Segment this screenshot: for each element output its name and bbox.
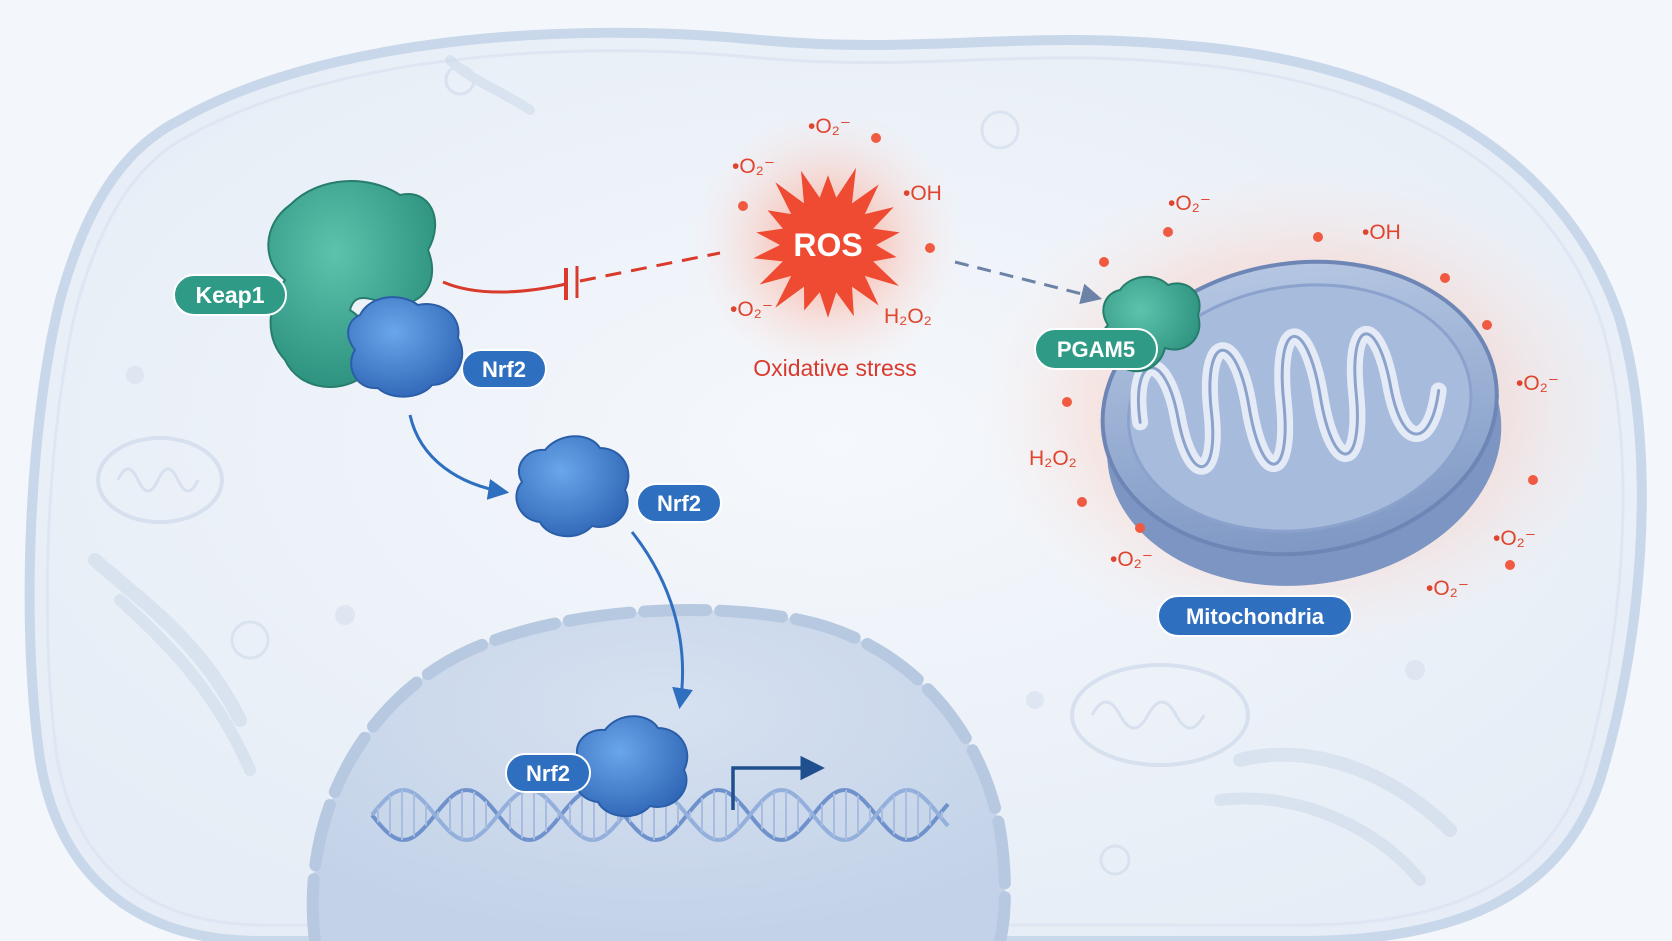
cell-membrane-inner xyxy=(45,49,1625,927)
superoxide-label: •O₂⁻ xyxy=(808,115,851,138)
hydroxyl-label: •OH xyxy=(1362,221,1401,244)
nrf2-protein-free xyxy=(515,435,630,538)
background-organelles xyxy=(88,55,1457,886)
hydroxyl-label: •OH xyxy=(903,182,942,205)
pgam5-label: PGAM5 xyxy=(1034,328,1158,370)
nrf2-label-bound: Nrf2 xyxy=(461,349,547,389)
mitochondria-label-text: Mitochondria xyxy=(1186,604,1325,629)
nrf2-release-arrow xyxy=(408,414,510,500)
inhibition-line-solid xyxy=(442,280,567,294)
ros-species-labels: •O₂⁻ •O₂⁻ •OH •O₂⁻ H₂O₂ •O₂⁻ •OH •O₂⁻ H₂… xyxy=(730,115,1559,600)
nuclear-envelope xyxy=(306,604,1011,941)
superoxide-label: •O₂⁻ xyxy=(1168,192,1211,215)
nrf2-label-text: Nrf2 xyxy=(526,761,570,786)
nrf2-nuclear-import-arrow xyxy=(630,531,693,710)
superoxide-label: •O₂⁻ xyxy=(1493,527,1536,550)
nrf2-label-free: Nrf2 xyxy=(636,483,722,523)
nrf2-label-text: Nrf2 xyxy=(657,491,701,516)
keap1-label-text: Keap1 xyxy=(195,282,264,308)
nrf2-label-nuclear: Nrf2 xyxy=(505,753,591,793)
peroxide-label: H₂O₂ xyxy=(884,305,932,328)
superoxide-label: •O₂⁻ xyxy=(730,298,773,321)
mitochondria-label: Mitochondria xyxy=(1157,595,1353,637)
ros-particles xyxy=(738,133,1538,570)
nrf2-label-text: Nrf2 xyxy=(482,357,526,382)
nrf2-protein-bound xyxy=(347,296,464,398)
keap1-label: Keap1 xyxy=(173,274,287,316)
inhibition-line-dashed xyxy=(579,251,721,283)
superoxide-label: •O₂⁻ xyxy=(1516,372,1559,395)
nrf2-protein-dna xyxy=(573,715,689,818)
ros-burst xyxy=(753,167,900,318)
pgam5-label-text: PGAM5 xyxy=(1057,337,1135,362)
oxidative-stress-label: Oxidative stress xyxy=(753,355,917,381)
superoxide-label: •O₂⁻ xyxy=(732,155,775,178)
ros-to-pgam5-arrow xyxy=(954,260,1103,305)
superoxide-label: •O₂⁻ xyxy=(1110,548,1153,571)
ros-label: ROS xyxy=(793,227,862,263)
mitochondrion xyxy=(1100,259,1502,586)
transcription-start-arrow xyxy=(731,755,825,810)
superoxide-label: •O₂⁻ xyxy=(1426,577,1469,600)
peroxide-label: H₂O₂ xyxy=(1029,447,1077,470)
